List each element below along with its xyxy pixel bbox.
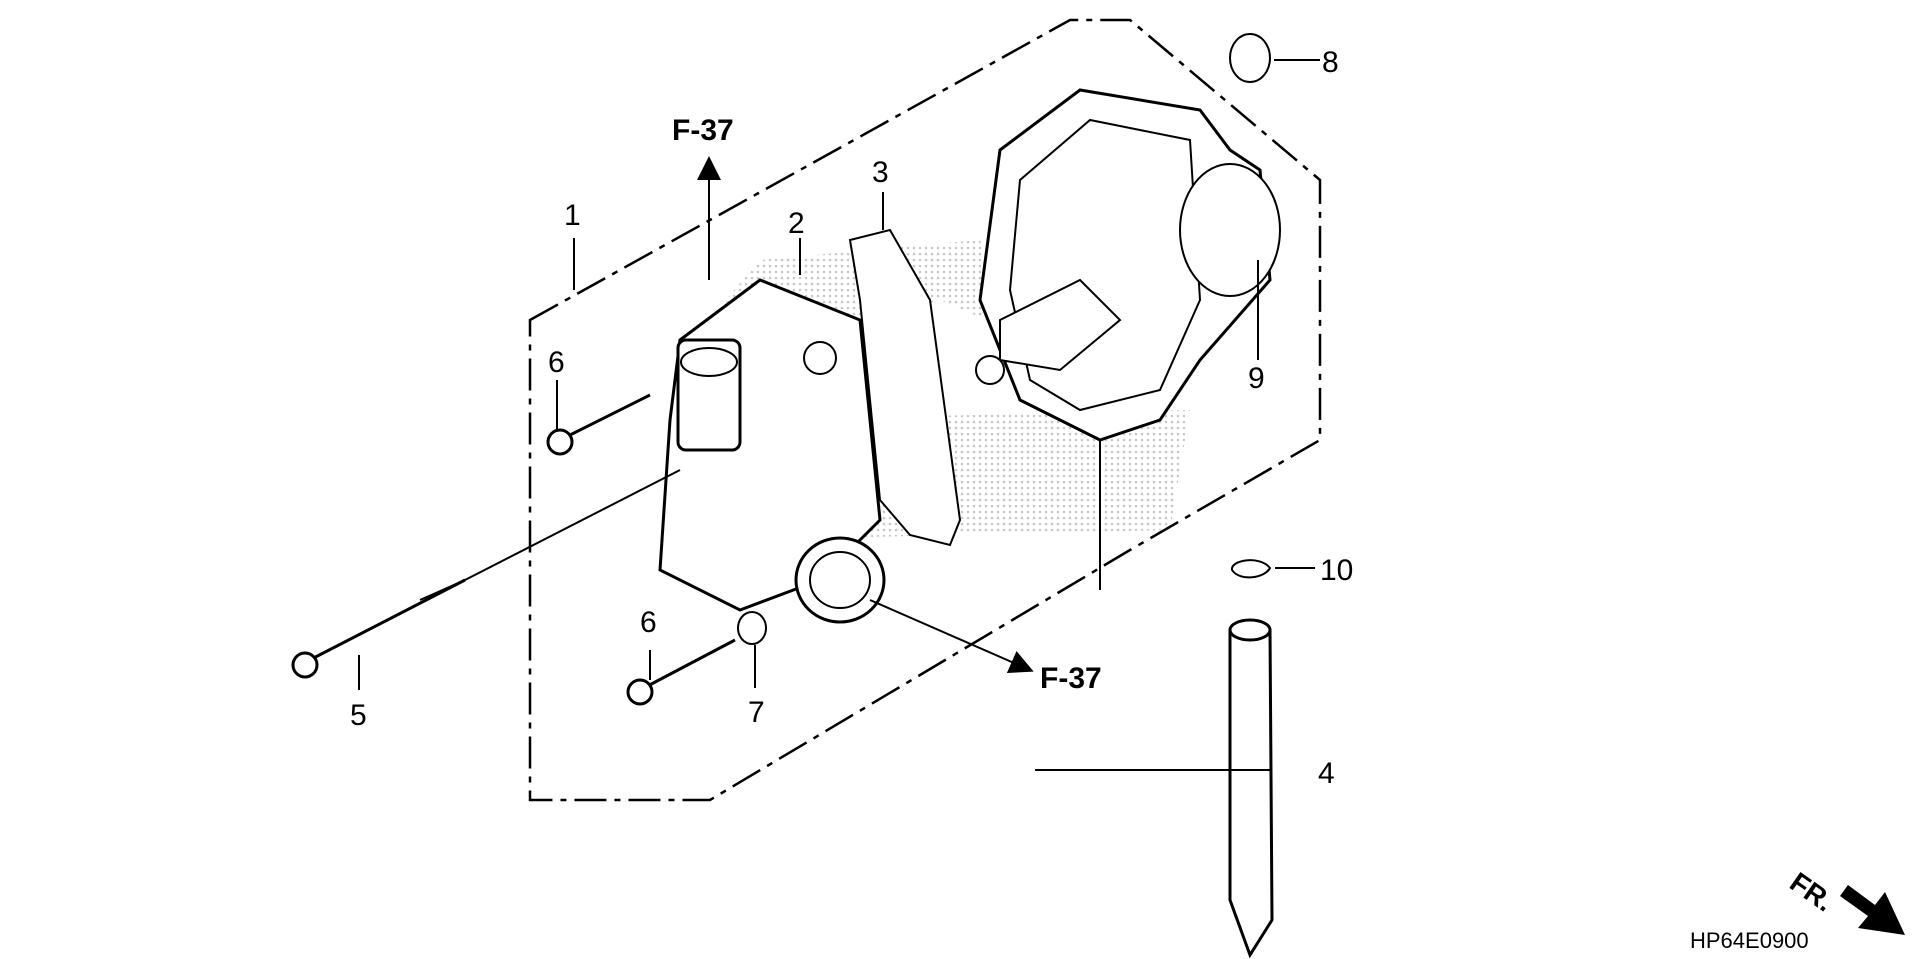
short-bolt-lower-part [626,638,736,706]
callout-9: 9 [1248,362,1265,395]
callout-6-upper: 6 [548,346,565,379]
pump-cover-part [658,278,886,624]
direction-label: FR. [1784,866,1839,917]
arrow-right-down-icon [1840,885,1905,935]
pump-body-part [975,88,1272,442]
callout-5: 5 [350,699,367,732]
long-bolt-part [291,578,466,679]
callout-2: 2 [788,207,805,240]
diagram-code: HP64E0900 [1690,928,1809,953]
hose-part [1228,618,1274,959]
short-bolt-upper-part [546,393,651,456]
callout-3: 3 [872,156,889,189]
reference-bottom: F-37 [1040,662,1102,695]
callout-4: 4 [1318,757,1335,790]
small-o-ring-part [1229,33,1271,83]
callout-7: 7 [748,696,765,729]
callout-1: 1 [564,199,581,232]
callout-8: 8 [1322,46,1339,79]
callout-6-lower: 6 [640,606,657,639]
washer-part [737,611,767,645]
direction-indicator: FR. [1784,866,1905,935]
assembly-outline [528,18,1322,802]
callout-10: 10 [1320,554,1353,587]
gasket-part [848,228,962,547]
clip-part [1231,559,1272,579]
o-ring-part [1179,163,1281,297]
leader-lines [358,59,1320,771]
reference-top: F-37 [672,114,734,147]
